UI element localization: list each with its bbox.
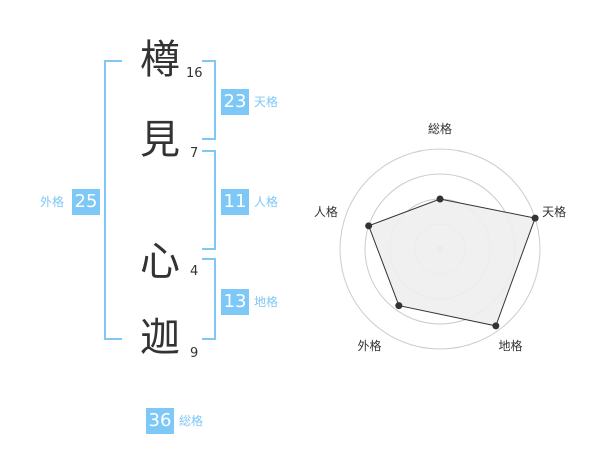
chikaku-bracket — [202, 258, 216, 340]
stroke-count-3: 4 — [190, 264, 199, 279]
jinkaku-bracket — [202, 150, 216, 250]
name-char-4: 迦 — [140, 315, 180, 361]
chikaku-value: 13 — [221, 289, 249, 315]
chikaku-label: 地格 — [254, 295, 279, 309]
name-char-1: 樽 — [140, 37, 180, 83]
stroke-count-4: 9 — [190, 346, 199, 361]
radar-axis-label: 外格 — [357, 338, 381, 353]
soukaku-value: 36 — [146, 408, 174, 434]
soukaku-label: 総格 — [179, 414, 204, 428]
gaikaku-value: 25 — [72, 189, 100, 215]
radar-point — [436, 195, 444, 203]
radar-point — [492, 322, 500, 330]
name-char-2: 見 — [140, 117, 180, 163]
radar-axis-label: 人格 — [314, 204, 338, 219]
radar-ring — [339, 148, 541, 350]
radar-axis-label: 総格 — [428, 121, 452, 136]
outer-bracket — [104, 60, 122, 340]
tenkaku-value: 23 — [221, 89, 249, 115]
name-char-3: 心 — [140, 239, 180, 285]
radar-point — [365, 222, 373, 230]
radar-axis-label: 天格 — [542, 204, 566, 219]
gaikaku-label: 外格 — [40, 195, 65, 209]
radar-point — [531, 214, 539, 222]
radar-axis-label: 地格 — [499, 338, 523, 353]
tenkaku-label: 天格 — [254, 95, 279, 109]
stroke-count-1: 16 — [186, 66, 203, 81]
tenkaku-bracket — [202, 60, 216, 140]
radar-point — [395, 302, 403, 310]
stroke-count-2: 7 — [190, 146, 199, 161]
jinkaku-label: 人格 — [254, 195, 279, 209]
radar-data-polygon — [368, 198, 536, 327]
jinkaku-value: 11 — [221, 189, 249, 215]
